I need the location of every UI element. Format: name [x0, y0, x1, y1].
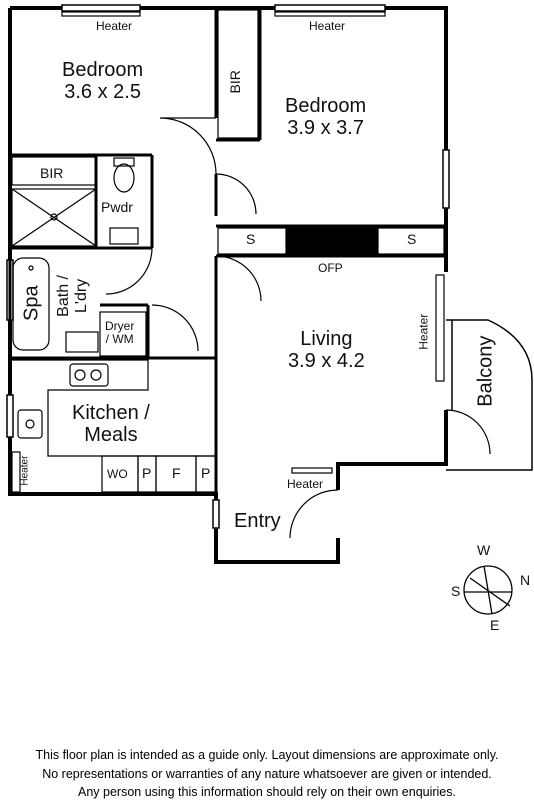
compass-w: W	[477, 542, 491, 558]
balcony-outline	[446, 319, 533, 471]
fridge-label: F	[172, 465, 181, 481]
bir-left-label: BIR	[40, 165, 64, 181]
kitchen-cabinets	[101, 455, 217, 493]
bedroom1-name: Bedroom	[62, 59, 144, 81]
bath-name: Bath /	[55, 275, 72, 317]
shower	[11, 188, 97, 247]
bir-left-closet	[11, 156, 97, 186]
bath-laundry-label: Bath / L'dry	[55, 275, 91, 317]
heater-label-bedroom2: Heater	[309, 19, 346, 33]
bedroom2-size: 3.9 x 3.7	[287, 117, 364, 140]
dryer-wm-label: Dryer / WM	[105, 319, 135, 347]
laundry-name: L'dry	[72, 278, 90, 313]
shelf-label-right: S	[407, 231, 417, 247]
heater-label-living: Heater	[416, 313, 431, 350]
wm-name: / WM	[105, 332, 134, 347]
kitchen-label: Kitchen / Meals	[72, 402, 150, 447]
shelf-label-left: S	[246, 231, 256, 247]
heater-label-entry: Heater	[287, 477, 324, 491]
compass-e: E	[490, 617, 500, 633]
pantry-label-1: P	[142, 465, 152, 481]
living-name: Living	[300, 328, 353, 350]
compass-n: N	[520, 572, 531, 588]
balcony-label: Balcony	[474, 335, 497, 407]
spa-bath	[12, 257, 50, 351]
pantry-label-2: P	[201, 465, 211, 481]
dryer-wm-box	[99, 311, 147, 357]
bir-right-closet	[217, 9, 259, 139]
bedroom1-label: Bedroom 3.6 x 2.5	[62, 59, 143, 104]
ofp-label: OFP	[318, 261, 343, 275]
heater-label-bedroom1: Heater	[96, 19, 133, 33]
compass-s: S	[451, 583, 461, 599]
laundry-trough	[65, 331, 99, 353]
living-size: 3.9 x 4.2	[288, 350, 365, 373]
toilet	[113, 157, 135, 193]
living-label: Living 3.9 x 4.2	[288, 328, 365, 373]
pwdr-basin	[109, 227, 139, 245]
open-fireplace	[285, 227, 379, 257]
wo-label: WO	[107, 467, 128, 481]
entry-label: Entry	[234, 510, 281, 532]
kitchen-name: Kitchen /	[72, 402, 150, 424]
pwdr-label: Pwdr	[101, 199, 133, 215]
bedroom2-label: Bedroom 3.9 x 3.7	[285, 95, 366, 140]
bedroom1-size: 3.6 x 2.5	[64, 81, 141, 104]
disclaimer-line-2: No representations or warranties of any …	[42, 767, 492, 781]
meals-name: Meals	[84, 424, 138, 447]
bir-right-label: BIR	[226, 70, 243, 94]
disclaimer-line-3: Any person using this information should…	[78, 785, 456, 799]
dryer-name: Dryer	[105, 319, 135, 333]
compass-rose	[463, 565, 513, 615]
disclaimer-line-1: This floor plan is intended as a guide o…	[35, 748, 499, 762]
door-swings	[105, 117, 491, 539]
heater-label-kitchen: Heater	[19, 455, 31, 486]
spa-label: Spa	[20, 285, 43, 321]
bedroom2-name: Bedroom	[285, 95, 367, 117]
heaters	[11, 11, 445, 493]
kitchen-bench	[12, 359, 216, 457]
